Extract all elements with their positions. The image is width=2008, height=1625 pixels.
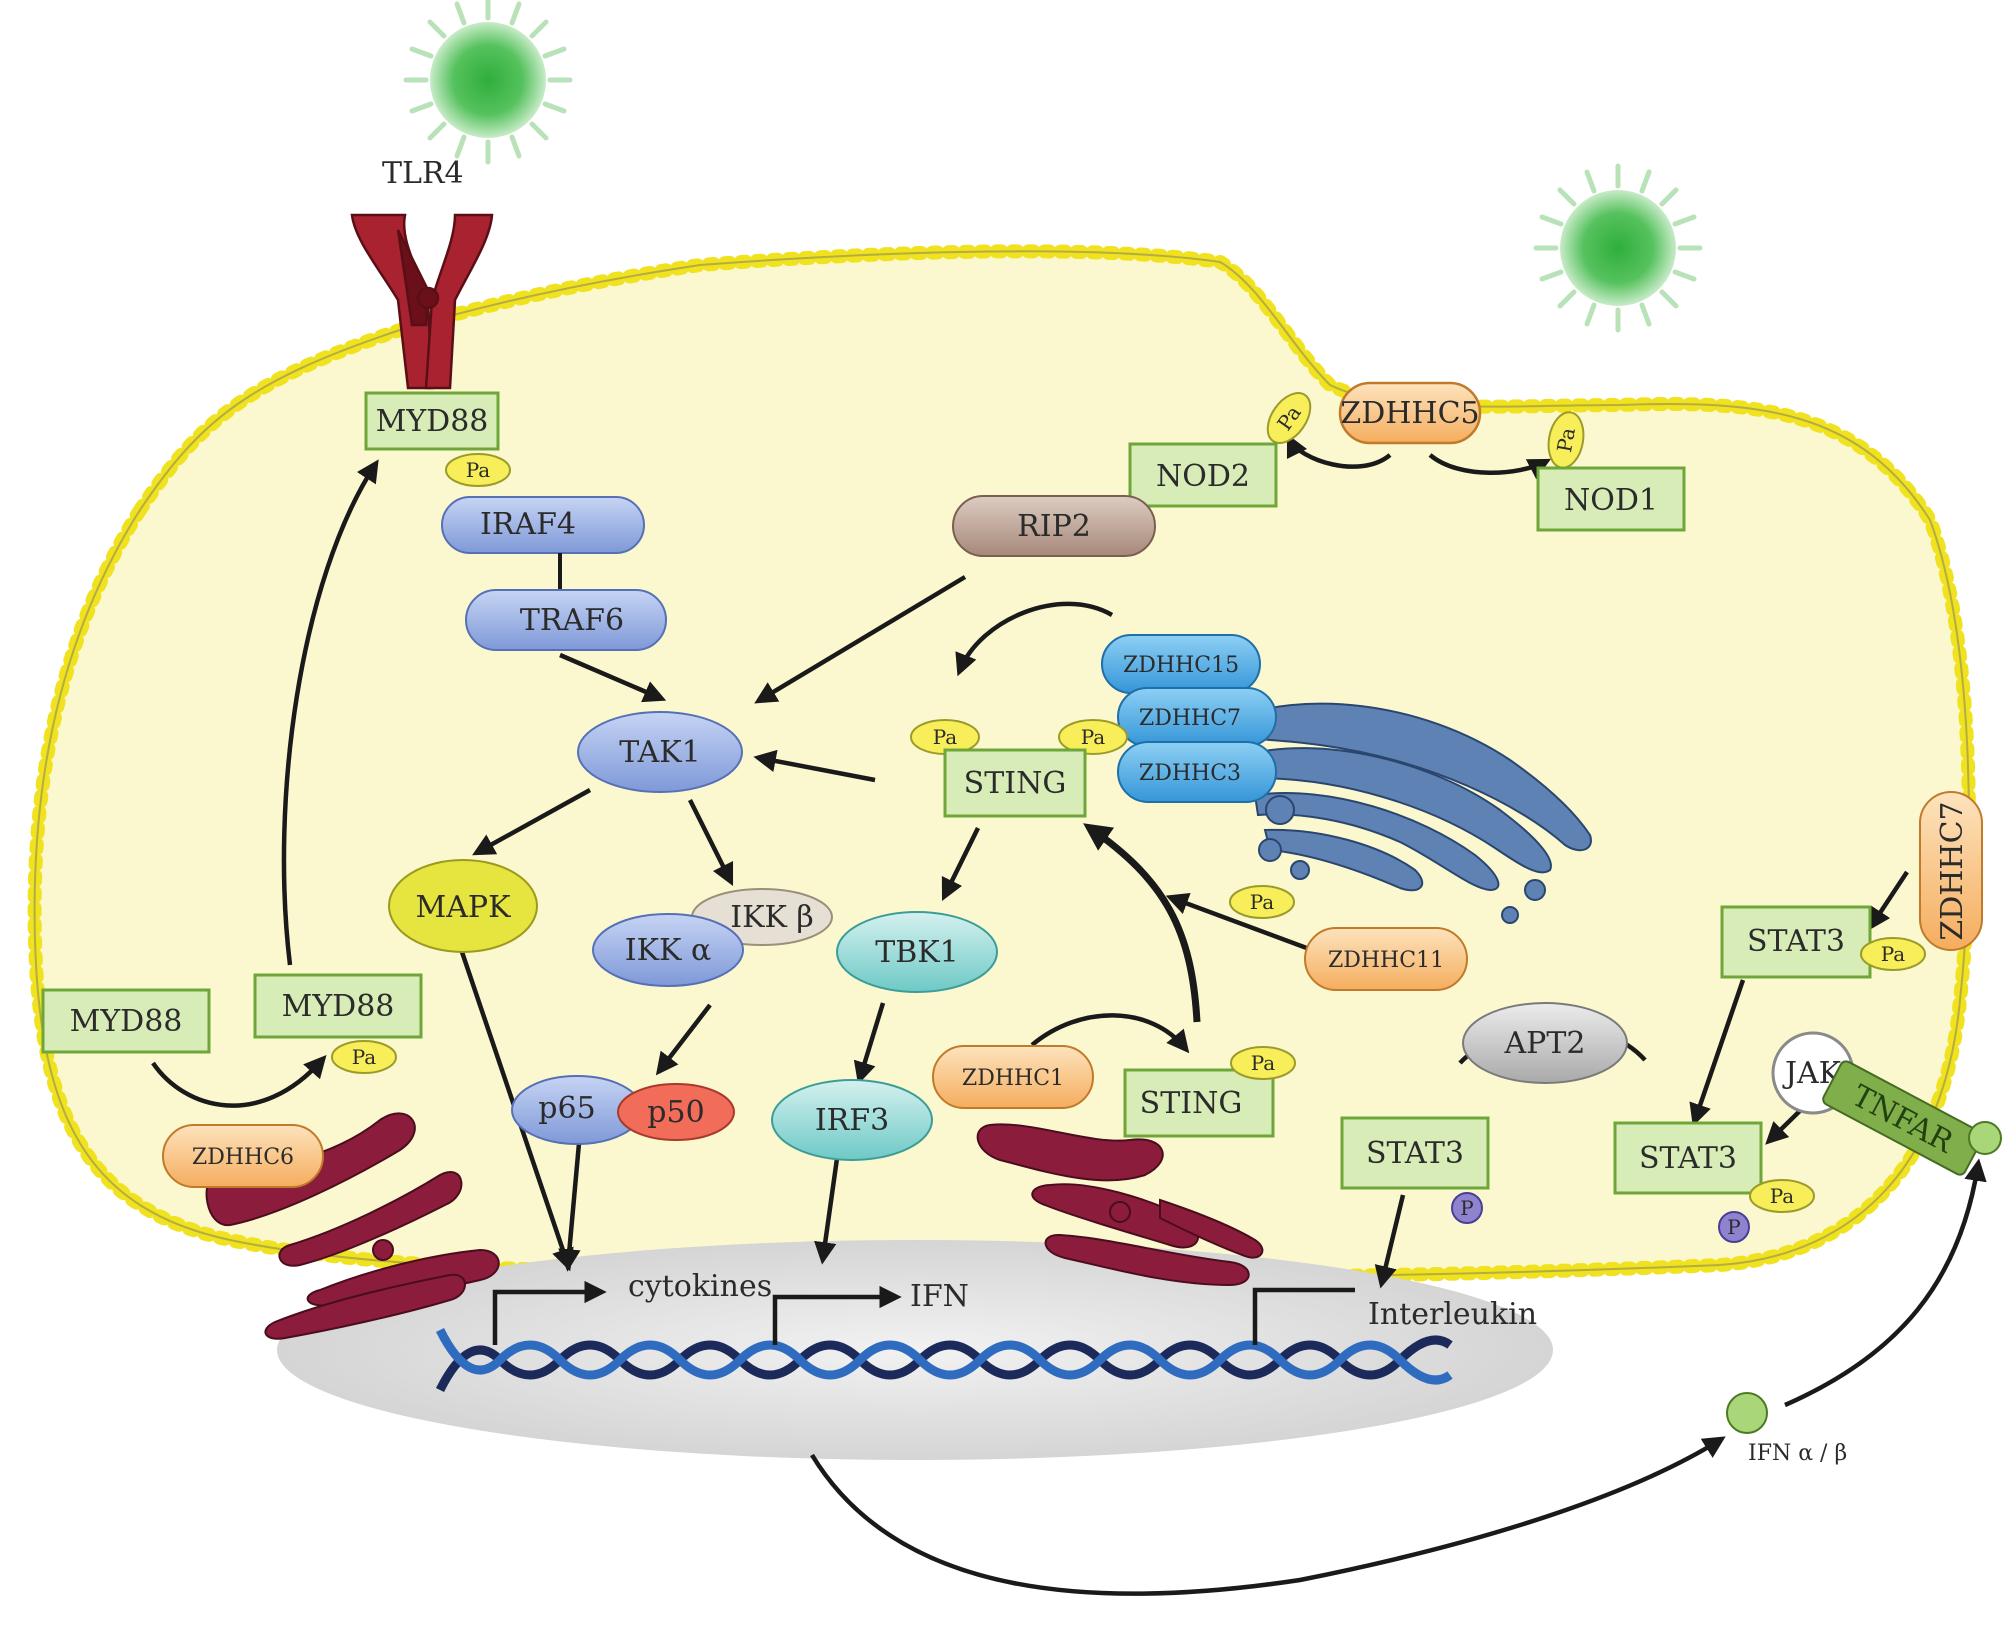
sting-top-node: STING xyxy=(943,748,1087,818)
pa-badge: Pa xyxy=(1229,885,1295,919)
tak1-label: TAK1 xyxy=(619,735,701,770)
ikkb-label: IKK β xyxy=(730,900,814,935)
mapk-node: MAPK xyxy=(388,859,538,953)
svg-text:Pa: Pa xyxy=(1881,942,1906,966)
pa-badge: Pa xyxy=(1230,1046,1296,1080)
transcription-arrows xyxy=(492,1280,1355,1345)
tak1-node: TAK1 xyxy=(577,711,743,793)
p65-node: p65 xyxy=(511,1075,643,1145)
svg-text:P: P xyxy=(1727,1215,1740,1239)
pa-badge: Pa xyxy=(1058,719,1128,755)
sting-bottom-node: STING xyxy=(1123,1068,1275,1138)
svg-text:P: P xyxy=(1460,1196,1473,1220)
myd88-top-label: MYD88 xyxy=(376,404,489,439)
svg-text:Pa: Pa xyxy=(1770,1184,1795,1208)
stat3-right-node: STAT3 xyxy=(1613,1121,1763,1195)
zdhhc5-node: ZDHHC5 xyxy=(1338,381,1482,445)
tlr4-receptor-icon xyxy=(350,213,494,390)
ifn-ab-molecule xyxy=(1726,1392,1768,1434)
ikka-node: IKK α xyxy=(592,913,744,987)
ifn-label: IFN xyxy=(910,1279,969,1314)
svg-text:Pa: Pa xyxy=(933,725,958,749)
p50-node: p50 xyxy=(617,1083,735,1141)
zdhhc15-node: ZDHHC15 xyxy=(1101,634,1261,694)
zdhhc7-right-node: ZDHHC7 xyxy=(1919,791,1983,951)
virus-icon xyxy=(403,0,573,165)
myd88-top-node: MYD88 xyxy=(364,391,500,451)
virus-icon xyxy=(1533,163,1703,333)
myd88-mid-label: MYD88 xyxy=(282,989,395,1024)
phospho-badge: P xyxy=(1451,1192,1483,1224)
svg-text:Pa: Pa xyxy=(1552,426,1580,454)
pa-badge: Pa xyxy=(910,719,980,755)
pa-badge: Pa xyxy=(331,1040,397,1074)
irf3-node: IRF3 xyxy=(771,1079,933,1161)
pa-badge: Pa xyxy=(445,453,511,487)
traf6-label: TRAF6 xyxy=(520,603,624,638)
zdhhc15-label: ZDHHC15 xyxy=(1123,653,1239,678)
pa-badge: Pa xyxy=(1749,1179,1815,1213)
svg-text:Pa: Pa xyxy=(466,458,491,482)
rip2-label: RIP2 xyxy=(1017,509,1091,544)
endoplasmic-reticulum-icon xyxy=(205,1112,1264,1340)
svg-text:Pa: Pa xyxy=(1081,725,1106,749)
p65-label: p65 xyxy=(538,1091,595,1126)
stat3-right-label: STAT3 xyxy=(1639,1141,1737,1176)
nod2-label: NOD2 xyxy=(1156,459,1250,494)
phospho-badge: P xyxy=(1718,1211,1750,1243)
interleukin-label: Interleukin xyxy=(1368,1297,1537,1332)
zdhhc1-label: ZDHHC1 xyxy=(962,1066,1064,1091)
nod2-node: NOD2 xyxy=(1128,442,1278,508)
iraf4-label: IRAF4 xyxy=(480,507,576,542)
mapk-label: MAPK xyxy=(416,890,512,925)
zdhhc5-label: ZDHHC5 xyxy=(1340,396,1479,431)
sting-top-label: STING xyxy=(964,766,1067,801)
stat3-top-node: STAT3 xyxy=(1720,905,1872,979)
cytokines-label: cytokines xyxy=(628,1269,772,1304)
zdhhc7-golgi-node: ZDHHC7 xyxy=(1117,687,1277,747)
ikka-label: IKK α xyxy=(625,933,711,968)
zdhhc1-node: ZDHHC1 xyxy=(932,1045,1094,1109)
svg-text:Pa: Pa xyxy=(1251,1051,1276,1075)
tlr4-label: TLR4 xyxy=(382,156,464,191)
nod1-label: NOD1 xyxy=(1564,483,1658,518)
zdhhc6-node: ZDHHC6 xyxy=(162,1124,324,1188)
p50-label: p50 xyxy=(647,1095,704,1130)
ifn-ab-label: IFN α / β xyxy=(1748,1441,1847,1466)
iraf4-node: IRAF4 xyxy=(441,496,645,554)
stat3-left-node: STAT3 xyxy=(1340,1116,1490,1190)
zdhhc11-label: ZDHHC11 xyxy=(1328,948,1444,973)
dna-helix-icon xyxy=(435,1327,1453,1393)
myd88-mid-node: MYD88 xyxy=(253,973,423,1039)
zdhhc11-node: ZDHHC11 xyxy=(1304,927,1468,991)
tbk1-node: TBK1 xyxy=(836,911,998,993)
pa-badge: Pa xyxy=(1547,411,1585,469)
tbk1-label: TBK1 xyxy=(875,935,959,970)
nod1-node: NOD1 xyxy=(1536,466,1686,532)
svg-text:Pa: Pa xyxy=(1250,890,1275,914)
zdhhc3-node: ZDHHC3 xyxy=(1117,741,1277,803)
traf6-node: TRAF6 xyxy=(465,589,667,651)
rip2-node: RIP2 xyxy=(952,495,1156,557)
stat3-top-label: STAT3 xyxy=(1747,924,1845,959)
apt2-label: APT2 xyxy=(1504,1026,1586,1061)
stat3-left-label: STAT3 xyxy=(1366,1136,1464,1171)
zdhhc3-label: ZDHHC3 xyxy=(1139,761,1241,786)
myd88-left-label: MYD88 xyxy=(70,1004,183,1039)
sting-bottom-label: STING xyxy=(1140,1086,1243,1121)
zdhhc7-right-label: ZDHHC7 xyxy=(1935,801,1970,940)
pa-badge: Pa xyxy=(1860,937,1926,971)
pa-badge: Pa xyxy=(1266,392,1312,444)
zdhhc6-label: ZDHHC6 xyxy=(192,1145,294,1170)
myd88-left-node: MYD88 xyxy=(41,988,211,1054)
apt2-node: APT2 xyxy=(1462,1002,1628,1084)
irf3-label: IRF3 xyxy=(815,1103,889,1138)
svg-text:Pa: Pa xyxy=(352,1045,377,1069)
golgi-icon xyxy=(1223,702,1592,924)
zdhhc7-golgi-label: ZDHHC7 xyxy=(1139,706,1241,731)
